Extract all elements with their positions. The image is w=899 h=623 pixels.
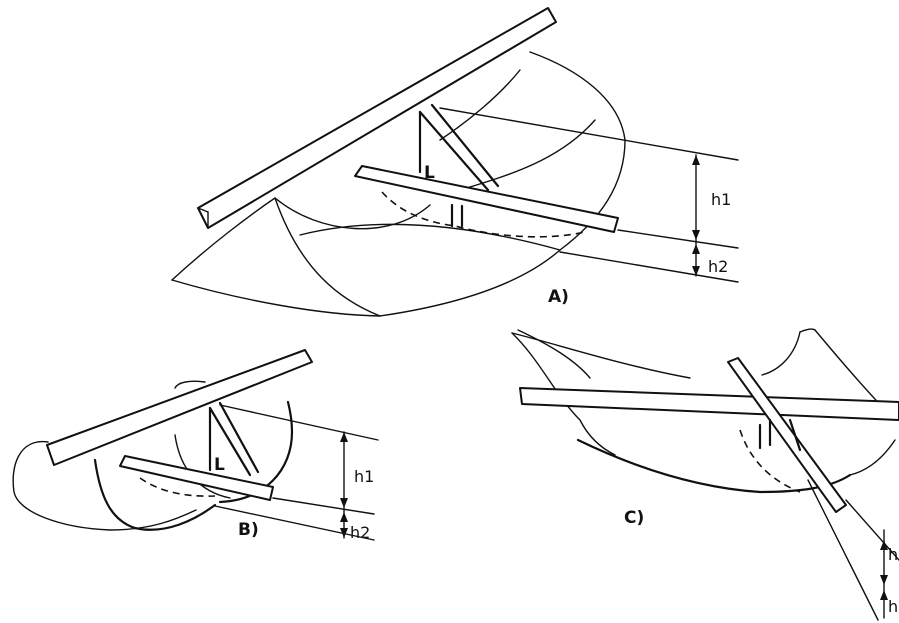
figure-c-trough-left [511, 332, 616, 456]
figure-b-main-beam [46, 349, 313, 466]
figure-a-strut-2 [430, 103, 500, 188]
figure-a-label: A) [548, 287, 569, 307]
figure-b-dim-h2: h2 [350, 523, 370, 542]
figure-b-label: B) [238, 520, 259, 540]
figure-c-dim-h1: h [888, 545, 898, 564]
figure-c-dim-arrow-2 [880, 575, 888, 585]
figure-a-dim-arrow-4 [692, 266, 700, 276]
figure-a-strut [418, 110, 490, 192]
figure-a-trough-inner-curve [439, 69, 521, 141]
figure-a-cross-beam [354, 165, 619, 233]
figure-b-dim-h1: h1 [354, 467, 374, 486]
figure-b-ref-line-bottom [214, 505, 375, 541]
figure-c-trough-far-end [849, 439, 896, 476]
figure-a-angle-mark: L [424, 163, 435, 183]
figure-c-trough-right-curve [761, 331, 801, 376]
figure-b-dim-arrow-1 [340, 432, 348, 442]
figure-c-dim-h2: h [888, 597, 898, 616]
figure-b-dim-arrow-3 [340, 512, 348, 522]
figure-c-cross-beam [727, 357, 847, 513]
figure-a-main-beam [197, 7, 557, 229]
figure-a-trough-bottom [171, 279, 381, 317]
figure-a-ref-line-bottom [559, 251, 739, 283]
figure-a: h1 h2 L A) [171, 7, 739, 317]
figure-b-dim-arrow-2 [340, 498, 348, 508]
figure-b-main-beam-end [46, 444, 55, 466]
figure-b-ref-line-top [219, 404, 379, 441]
figure-c-dim-arrow-1 [880, 540, 888, 550]
figure-a-dim-h1: h1 [711, 190, 731, 209]
figure-c-main-beam-end [519, 387, 523, 405]
figure-c: h h C) [511, 328, 899, 621]
figure-c-label: C) [624, 508, 644, 528]
figure-a-dim-arrow-2 [692, 230, 700, 240]
figure-c-strut [788, 418, 802, 452]
figure-b-dim-arrow-4 [340, 528, 348, 538]
figure-a-ref-line-top [439, 107, 739, 161]
figure-b-trough-back [174, 380, 206, 389]
figure-a-dim-arrow-1 [692, 155, 700, 165]
figure-b-angle-mark: L [214, 455, 225, 475]
figure-b-trough-front [93, 458, 217, 531]
figure-a-dim-arrow-3 [692, 244, 700, 254]
figure-b-ref-line-mid [272, 497, 375, 515]
figure-a-ref-line-mid [617, 229, 739, 249]
figure-a-dim-h2: h2 [708, 257, 728, 276]
figure-a-trough-outline [171, 51, 626, 317]
figure-b-strut [208, 406, 252, 477]
figure-c-ref-line-1 [807, 479, 879, 621]
figure-c-dim-arrow-3 [880, 590, 888, 600]
figure-c-main-beam [519, 387, 899, 421]
figure-b-dashed-profile [139, 477, 216, 497]
figure-a-dashed-profile [381, 191, 586, 238]
figure-b-trough-left-end [12, 440, 197, 531]
figure-c-trough-left-wall [517, 329, 591, 379]
figure-b-strut-2 [218, 401, 260, 474]
figure-a-main-beam-end [197, 207, 209, 213]
figure-c-trough-top-edge [511, 332, 691, 379]
figure-c-trough-right-edge [799, 328, 816, 333]
figure-b: h1 h2 L B) [12, 349, 379, 542]
figure-c-ref-line-2 [845, 499, 899, 561]
figure-a-trough-mid-curve [299, 223, 561, 251]
figure-b-cross-beam [119, 455, 274, 501]
